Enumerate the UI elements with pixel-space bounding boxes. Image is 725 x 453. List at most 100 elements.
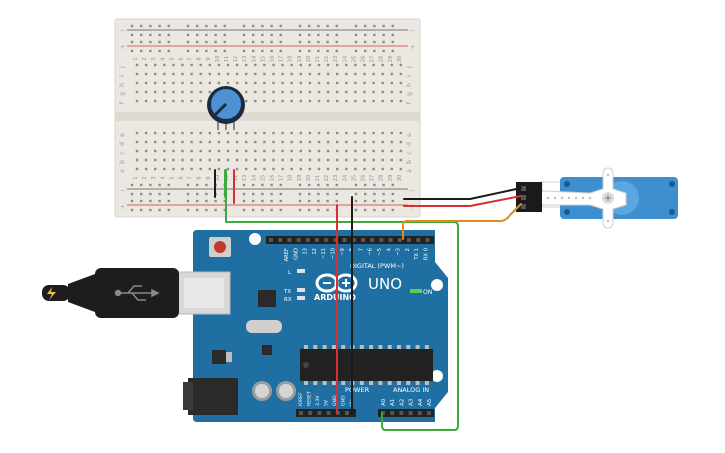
row-letter: f xyxy=(406,101,413,104)
column-number: 23 xyxy=(333,56,339,62)
column-number: 14 xyxy=(251,175,257,181)
rail-plus-bottom-left: + xyxy=(120,204,125,211)
column-number: 5 xyxy=(169,176,175,179)
column-number: 8 xyxy=(197,176,203,179)
potentiometer[interactable] xyxy=(207,86,245,130)
digital-pin-label: ~5 xyxy=(377,248,383,256)
power-pin-label: GND xyxy=(341,395,347,406)
analog-pin-label: A4 xyxy=(418,398,424,406)
wire-orange-servo-signal xyxy=(402,203,522,240)
rail-minus-bottom-right: − xyxy=(410,187,415,194)
column-number: 27 xyxy=(370,175,376,181)
column-number: 19 xyxy=(297,175,303,181)
column-number: 15 xyxy=(260,56,266,62)
column-number: 17 xyxy=(279,175,285,181)
column-number: 14 xyxy=(251,56,257,62)
column-number: 9 xyxy=(206,57,212,60)
row-letter: c xyxy=(406,151,413,154)
column-number: 27 xyxy=(370,56,376,62)
column-number: 10 xyxy=(215,56,221,62)
column-number: 29 xyxy=(388,175,394,181)
column-number: 6 xyxy=(179,57,185,60)
model-label: UNO xyxy=(368,275,402,293)
led-label-tx: TX xyxy=(283,289,291,295)
wire-black-servo-ground xyxy=(403,187,522,200)
power-pin-label: 3.3V xyxy=(315,395,321,406)
column-number: 26 xyxy=(361,175,367,181)
digital-pin-label: ~3 xyxy=(396,248,402,256)
column-number: 1 xyxy=(133,57,139,60)
wires[interactable] xyxy=(214,169,522,431)
rail-plus-top-right: + xyxy=(410,44,415,51)
analog-label: ANALOG IN xyxy=(393,386,429,394)
column-number: 15 xyxy=(260,175,266,181)
usb-symbol-icon xyxy=(114,285,160,301)
column-number: 18 xyxy=(288,175,294,181)
row-letter: e xyxy=(119,133,126,137)
row-letter: b xyxy=(406,160,413,164)
digital-pin-label: GND xyxy=(293,248,299,260)
digital-pin-label: 12 xyxy=(312,248,318,255)
row-letter: j xyxy=(119,66,126,69)
analog-pin-label: A3 xyxy=(409,398,415,406)
rail-minus-top-left: − xyxy=(120,27,125,34)
digital-pin-label: ~6 xyxy=(368,248,374,256)
reset-button[interactable] xyxy=(209,237,231,257)
analog-pin-label: A1 xyxy=(390,399,396,406)
column-number: 29 xyxy=(388,56,394,62)
potentiometer-knob-indicator xyxy=(213,102,228,117)
column-number: 4 xyxy=(160,57,166,60)
row-letter: c xyxy=(119,151,126,154)
column-number: 10 xyxy=(215,175,221,181)
rail-plus-top-left: + xyxy=(120,44,125,51)
column-number: 2 xyxy=(142,57,148,60)
row-letter: f xyxy=(119,101,126,104)
digital-pin-label: ~10 xyxy=(331,248,337,259)
column-number: 23 xyxy=(333,175,339,181)
digital-pin-label: 13 xyxy=(303,248,309,255)
row-letter: a xyxy=(119,169,126,173)
column-number: 22 xyxy=(324,56,330,62)
rail-minus-top-right: − xyxy=(410,27,415,34)
usb-cable[interactable] xyxy=(42,268,179,318)
power-pin-label: IOREF xyxy=(298,392,304,406)
digital-pin-label: RX 0 xyxy=(424,248,430,260)
usb-connector[interactable] xyxy=(177,271,231,315)
column-number: 21 xyxy=(315,56,321,62)
digital-pin-label: 2 xyxy=(405,248,411,251)
column-number: 5 xyxy=(169,57,175,60)
power-header[interactable] xyxy=(296,409,356,417)
column-number: 13 xyxy=(242,175,248,181)
analog-header[interactable] xyxy=(378,409,434,417)
breadboard-holes[interactable] xyxy=(130,24,403,212)
analog-pin-label: A2 xyxy=(399,399,405,406)
servo-motor[interactable] xyxy=(516,167,678,229)
column-number: 4 xyxy=(160,176,166,179)
row-letter: i xyxy=(406,75,413,77)
led-label-rx: RX xyxy=(284,297,292,303)
digital-pin-label: 7 xyxy=(358,248,364,251)
column-number: 24 xyxy=(342,175,348,181)
column-number: 13 xyxy=(242,56,248,62)
row-letter: d xyxy=(406,142,413,146)
cable-icon-bolt xyxy=(47,287,56,300)
power-pin-label: 5V xyxy=(324,399,330,406)
digital-header[interactable] xyxy=(266,236,434,244)
row-letter: h xyxy=(406,83,413,87)
row-letter: e xyxy=(406,133,413,137)
digital-pin-label: ~11 xyxy=(321,248,327,259)
dc-power-jack[interactable] xyxy=(183,378,238,415)
column-number: 6 xyxy=(179,176,185,179)
column-number: 17 xyxy=(279,56,285,62)
row-letter: d xyxy=(119,142,126,146)
wire-green-signal xyxy=(225,169,459,431)
power-pin-label: RESET xyxy=(307,391,313,406)
row-letter: h xyxy=(119,83,126,87)
